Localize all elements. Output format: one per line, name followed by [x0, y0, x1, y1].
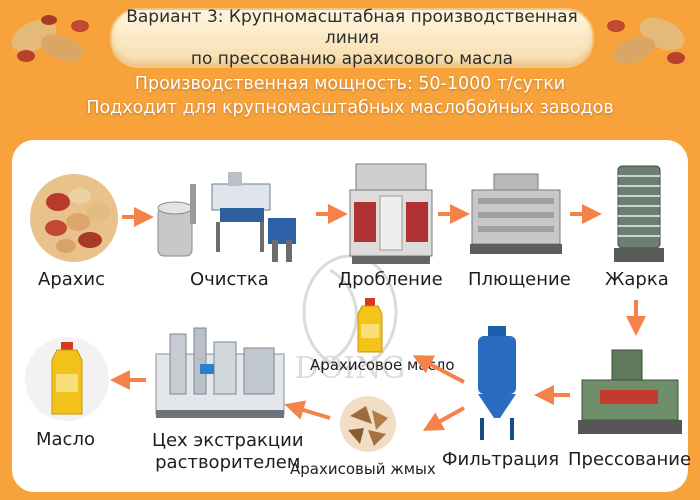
flaking-machine-image — [470, 173, 562, 254]
crushing-machine-image — [349, 163, 433, 264]
suitability-text: Подходит для крупномасштабных маслобойны… — [86, 98, 614, 118]
peanut-oil-bottle-icon — [357, 298, 383, 353]
filter-press-image — [478, 326, 516, 440]
step-filtration-label: Фильтрация — [442, 449, 560, 470]
title-line-2: по прессованию арахисового масла — [190, 48, 514, 69]
step-crushing-label: Дробление — [338, 269, 443, 290]
extraction-label-line-1: Цех экстракции — [152, 430, 304, 451]
oil-press-machine-image — [578, 349, 682, 434]
svg-text:DOING: DOING — [295, 351, 406, 386]
step-cleaning-label: Очистка — [190, 269, 269, 290]
step-pressing-label: Прессование — [568, 449, 692, 470]
roasting-machine-image — [614, 165, 664, 262]
title-line-1: Вариант 3: Крупномасштабная производстве… — [126, 6, 578, 48]
peanut-cake-image — [340, 396, 396, 452]
step-oil-label: Масло — [36, 429, 95, 450]
cleaning-machine-image — [157, 172, 296, 262]
arrow-cake-to-extraction — [284, 400, 331, 420]
peanut-kernels-image — [30, 174, 118, 262]
oil-bottle-image — [25, 337, 109, 421]
peanut-decoration-right-icon — [607, 17, 685, 64]
capacity-text: Производственная мощность: 50-1000 т/сут… — [134, 74, 566, 94]
watermark-logo-icon: DOING — [295, 254, 406, 386]
peanut-decoration-left-icon — [11, 15, 89, 62]
step-flaking-label: Плющение — [468, 269, 571, 290]
step-roasting-label: Жарка — [605, 269, 669, 290]
peanut-cake-label: Арахисовый жмых — [290, 460, 436, 478]
step-extraction-label: Цех экстракции растворителем — [152, 430, 304, 474]
extraction-plant-image — [155, 327, 285, 418]
arrow-pressing-to-cake — [422, 406, 465, 431]
extraction-label-line-2: растворителем — [155, 452, 301, 473]
arrow-filtration-to-oil — [412, 355, 465, 384]
step-peanut-label: Арахис — [38, 269, 106, 290]
title-banner: Вариант 3: Крупномасштабная производстве… — [110, 6, 594, 69]
